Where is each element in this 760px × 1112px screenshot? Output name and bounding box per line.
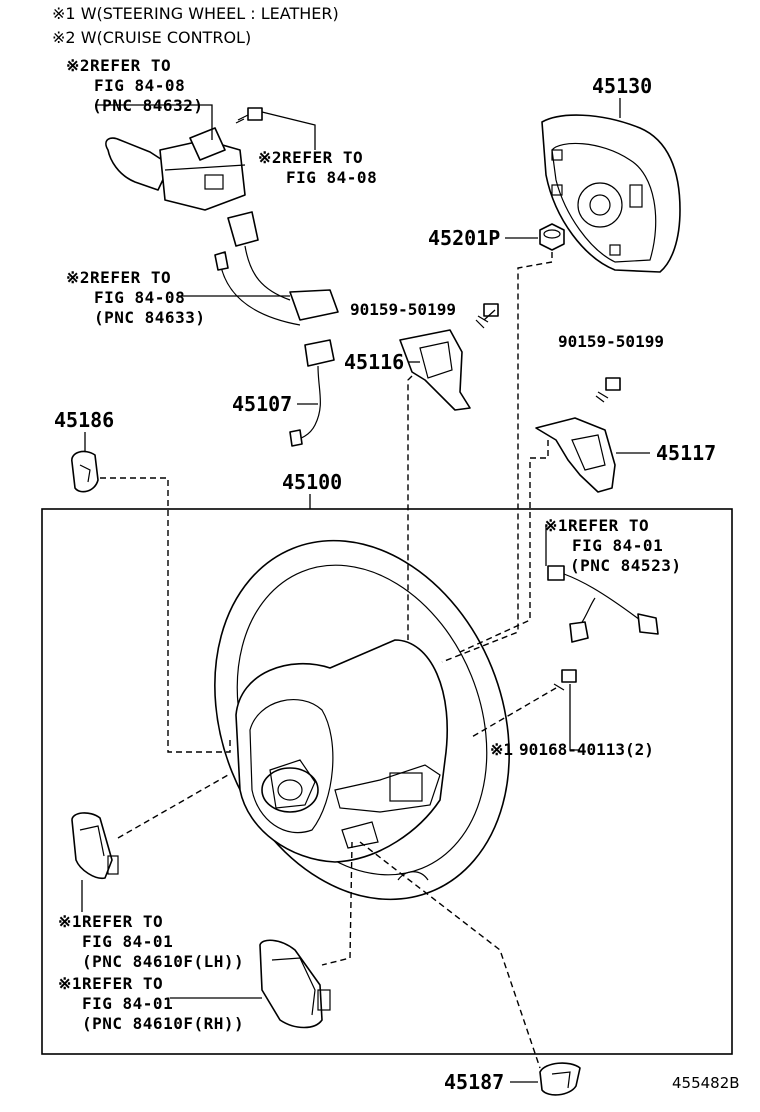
part-90159-50199-b: 90159-50199 bbox=[558, 332, 664, 351]
diagram-code: 455482B bbox=[672, 1074, 740, 1092]
cap-45186 bbox=[71, 450, 99, 493]
switch-lh bbox=[71, 812, 119, 880]
leader-ref2 bbox=[261, 111, 316, 150]
harness-84523 bbox=[547, 565, 659, 643]
part-45116: 45116 bbox=[344, 350, 405, 374]
leader-ref1 bbox=[95, 104, 213, 140]
assembly-frame bbox=[41, 508, 733, 1055]
harness-84633 bbox=[214, 211, 339, 326]
cover-45117 bbox=[535, 417, 616, 493]
screw-90159-a bbox=[475, 303, 499, 329]
part-45100: 45100 bbox=[282, 470, 343, 494]
leader-90168 bbox=[569, 684, 580, 751]
screw-top bbox=[235, 107, 263, 124]
dash-45186 bbox=[100, 477, 231, 753]
part-45117: 45117 bbox=[656, 441, 717, 465]
cap-45187 bbox=[539, 1062, 581, 1096]
airbag-pad-45130 bbox=[541, 114, 681, 273]
ref-84610f-lh: ※1REFER TO FIG 84-01 (PNC 84610F(LH)) bbox=[58, 912, 245, 971]
screw-90159-b bbox=[595, 377, 621, 403]
cover-45116 bbox=[399, 329, 471, 411]
dash-45117 bbox=[459, 440, 549, 653]
ref-84-08-screw: ※2REFER TO FIG 84-08 bbox=[258, 148, 378, 187]
screw-90168 bbox=[553, 669, 577, 691]
dash-45116 bbox=[407, 375, 413, 640]
part-45187: 45187 bbox=[444, 1070, 505, 1094]
part-45130: 45130 bbox=[592, 74, 653, 98]
part-45201P: 45201P bbox=[428, 226, 501, 250]
dash-rh bbox=[321, 841, 353, 966]
steering-wheel bbox=[214, 539, 510, 901]
nut-45201P bbox=[539, 223, 565, 251]
note-1: ※1 W(STEERING WHEEL : LEATHER) bbox=[52, 4, 339, 23]
ref-84610f-rh: ※1REFER TO FIG 84-01 (PNC 84610F(RH)) bbox=[58, 974, 245, 1033]
part-90159-50199-a: 90159-50199 bbox=[350, 300, 456, 319]
ref-84523: ※1REFER TO FIG 84-01 (PNC 84523) bbox=[544, 516, 682, 575]
ref-84633: ※2REFER TO FIG 84-08 (PNC 84633) bbox=[66, 268, 206, 327]
dash-90168 bbox=[469, 687, 557, 739]
note-2: ※2 W(CRUISE CONTROL) bbox=[52, 28, 252, 47]
ref-84632: ※2REFER TO FIG 84-08 (PNC 84632) bbox=[66, 56, 204, 115]
wire-45107 bbox=[289, 339, 335, 447]
switch-rh bbox=[259, 939, 331, 1029]
part-45186: 45186 bbox=[54, 408, 115, 432]
dash-lh bbox=[117, 774, 229, 839]
part-45107: 45107 bbox=[232, 392, 293, 416]
dash-45201P bbox=[441, 252, 553, 663]
cruise-switch-assembly bbox=[105, 127, 246, 211]
